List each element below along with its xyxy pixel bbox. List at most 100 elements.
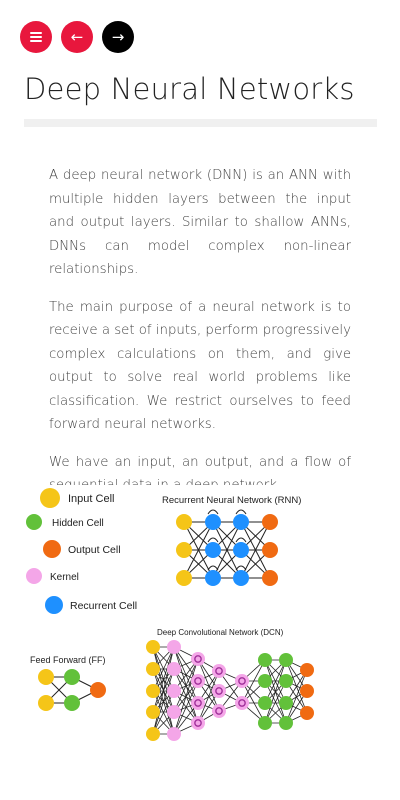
- legend-label: Recurrent Cell: [70, 600, 137, 612]
- network-cell: [90, 682, 106, 698]
- recurrent-loop: [207, 537, 219, 543]
- kernel-cell: [191, 652, 205, 666]
- menu-button[interactable]: [20, 21, 52, 53]
- network-cell: [300, 706, 314, 720]
- kernel-ring: [215, 707, 223, 715]
- kernel-cell: [212, 664, 226, 678]
- recurrent-loop: [207, 509, 219, 515]
- network-cell: [167, 640, 181, 654]
- kernel-ring: [194, 677, 202, 685]
- legend-swatch: [43, 540, 61, 558]
- network-cell: [176, 542, 192, 558]
- kernel-ring: [238, 677, 246, 685]
- network-cell: [233, 542, 249, 558]
- connection-line: [264, 659, 287, 724]
- network-cell: [258, 653, 272, 667]
- network-cell: [146, 684, 160, 698]
- article-body: A deep neural network (DNN) is an ANN wi…: [49, 164, 351, 512]
- network-cell: [167, 684, 181, 698]
- connection-line: [241, 659, 266, 704]
- connection-line: [173, 680, 199, 735]
- network-cell: [300, 684, 314, 698]
- network-cell: [279, 674, 293, 688]
- title-divider: [24, 119, 377, 127]
- network-cell: [205, 542, 221, 558]
- kernel-ring: [194, 699, 202, 707]
- recurrent-loop: [235, 537, 247, 543]
- paragraph: The main purpose of a neural network is …: [49, 299, 351, 433]
- connection-line: [240, 521, 271, 579]
- right-arrow-icon: →: [111, 27, 125, 46]
- legend-label: Input Cell: [68, 493, 114, 505]
- page-title: Deep Neural Networks: [24, 72, 355, 106]
- connection-line: [285, 669, 308, 724]
- connection-line: [152, 646, 175, 692]
- connection-line: [152, 668, 175, 735]
- network-nodes: [38, 514, 314, 741]
- network-cell: [146, 727, 160, 741]
- legend-label: Hidden Cell: [52, 518, 104, 529]
- network-cell: [167, 705, 181, 719]
- legend-swatch: [26, 514, 42, 530]
- network-cell: [167, 662, 181, 676]
- rnn-title: Recurrent Neural Network (RNN): [162, 495, 301, 506]
- forward-button[interactable]: →: [102, 21, 134, 53]
- network-cell: [64, 695, 80, 711]
- legend-swatch: [45, 596, 63, 614]
- connection-line: [241, 680, 266, 724]
- connection-line: [197, 670, 220, 724]
- legend-swatch: [40, 488, 60, 508]
- recurrent-loop: [235, 565, 247, 571]
- network-cell: [300, 663, 314, 677]
- legend-label: Kernel: [50, 572, 79, 583]
- back-button[interactable]: ←: [61, 21, 93, 53]
- network-cell: [262, 514, 278, 530]
- network-cell: [146, 705, 160, 719]
- network-cell: [38, 669, 54, 685]
- kernel-cell: [191, 696, 205, 710]
- kernel-cell: [235, 696, 249, 710]
- top-navigation: ← →: [20, 21, 134, 53]
- connection-line: [152, 646, 175, 713]
- legend-label: Output Cell: [68, 544, 121, 556]
- left-arrow-icon: ←: [70, 27, 84, 46]
- network-cell: [258, 674, 272, 688]
- kernel-cell: [191, 674, 205, 688]
- network-cell: [64, 669, 80, 685]
- connection-line: [183, 521, 214, 579]
- kernel-cell: [212, 684, 226, 698]
- recurrent-loop: [207, 565, 219, 571]
- network-cell: [262, 570, 278, 586]
- network-cell: [262, 542, 278, 558]
- network-cell: [258, 716, 272, 730]
- kernel-ring: [215, 667, 223, 675]
- network-cell: [205, 514, 221, 530]
- connection-line: [264, 680, 287, 724]
- network-cell: [279, 653, 293, 667]
- kernel-ring: [215, 687, 223, 695]
- connection-line: [152, 646, 175, 735]
- dcn-title: Deep Convolutional Network (DCN): [157, 628, 284, 637]
- network-cell: [167, 727, 181, 741]
- hamburger-icon: [30, 32, 42, 42]
- kernel-cell: [212, 704, 226, 718]
- network-cell: [176, 514, 192, 530]
- kernel-cell: [235, 674, 249, 688]
- kernel-ring: [194, 719, 202, 727]
- network-cell: [146, 662, 160, 676]
- connection-line: [264, 659, 287, 704]
- kernel-ring: [238, 699, 246, 707]
- network-cell: [258, 696, 272, 710]
- recurrent-loop: [235, 509, 247, 515]
- kernel-cell: [191, 716, 205, 730]
- ff-title: Feed Forward (FF): [30, 655, 106, 665]
- network-cell: [146, 640, 160, 654]
- network-cell: [279, 696, 293, 710]
- connection-line: [197, 658, 220, 712]
- network-cell: [205, 570, 221, 586]
- network-cell: [279, 716, 293, 730]
- connection-line: [173, 658, 199, 713]
